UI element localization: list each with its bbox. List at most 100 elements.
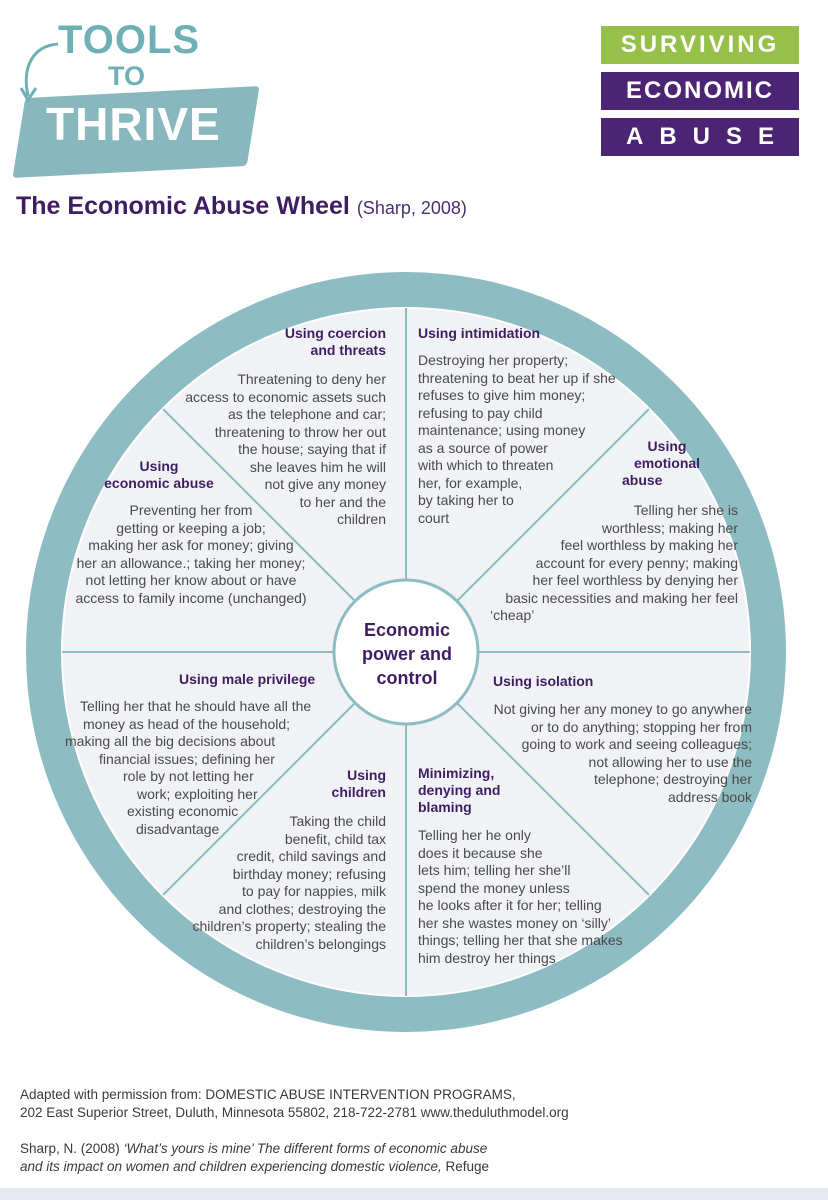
segment-body-line: making all the big decisions about: [65, 733, 276, 749]
segment-title-line: Using coercion: [284, 325, 386, 341]
segment-body-line: access to family income (unchanged): [75, 589, 307, 606]
segment-body-line: him destroy her things: [418, 949, 556, 966]
segment-body-line: refusing to pay child: [418, 404, 543, 421]
segment-body-line: Taking the child: [289, 813, 386, 829]
segment-body-line: account for every penny; making: [535, 554, 738, 571]
divider-bottom-right: [455, 701, 650, 896]
center-label: Economic power and control: [340, 618, 474, 690]
segment-body-line: not letting her know about or have: [85, 572, 297, 588]
sea-logo-economic: ECONOMIC: [601, 72, 799, 110]
segment-body-line: not give any money: [264, 476, 386, 492]
segment-body-line: to her and the: [299, 493, 386, 510]
reference-title: and its impact on women and children exp…: [20, 1159, 442, 1174]
segment-body-line: and clothes; destroying the: [218, 900, 386, 917]
center-line: control: [376, 668, 438, 688]
segment-children-body: Taking the child benefit, child tax cred…: [156, 813, 386, 953]
segment-body-line: the house; saying that if: [238, 441, 386, 457]
segment-body-line: existing economic: [127, 803, 239, 819]
segment-body-line: getting or keeping a job;: [116, 519, 266, 536]
segment-title-line: Minimizing,: [418, 765, 495, 781]
segment-body-line: making her ask for money; giving: [88, 537, 294, 553]
divider-top-left: [162, 408, 357, 603]
segment-economic-title: Using economic abuse: [74, 458, 244, 492]
segment-emotional-title: Using emotional: [612, 438, 722, 472]
segment-title-line: denying and: [418, 782, 501, 798]
segment-isolation-title: Using isolation: [493, 673, 693, 690]
center-circle: [332, 578, 480, 726]
segment-body-line: access to economic assets such: [185, 388, 386, 405]
segment-title-line: children: [331, 784, 386, 800]
segment-minimizing-body: Telling her he only does it because she …: [418, 827, 648, 967]
segment-body-line: maintenance; using money: [418, 422, 586, 438]
segment-body-line: does it because she: [418, 844, 543, 861]
segment-body-line: Destroying her property;: [418, 352, 569, 368]
segment-body-line: or to do anything; stopping her from: [530, 718, 752, 735]
segment-body-line: credit, child savings and: [236, 848, 386, 864]
segment-body-line: birthday money; refusing: [232, 865, 386, 882]
segment-body-line: work; exploiting her: [137, 785, 258, 802]
segment-coercion-title: Using coercion and threats: [236, 325, 386, 359]
footer-reference: Sharp, N. (2008) ‘What’s yours is mine’ …: [20, 1140, 489, 1176]
reference-publisher: Refuge: [441, 1159, 490, 1174]
segment-body-line: Telling her he only: [418, 827, 531, 843]
sea-logo-surviving: SURVIVING: [601, 26, 799, 64]
segment-body-line: Telling her she is: [633, 502, 738, 518]
footer-line: Adapted with permission from: DOMESTIC A…: [20, 1087, 516, 1102]
segment-body-line: basic necessities and making her feel: [505, 589, 738, 606]
segment-body-line: going to work and seeing colleagues;: [521, 736, 752, 752]
segment-body-line: not allowing her to use the: [588, 753, 752, 770]
reference-author: Sharp, N. (2008): [20, 1141, 124, 1156]
reference-title: ‘What’s yours is mine’ The different for…: [123, 1141, 488, 1156]
segment-intimidation-body: Destroying her property; threatening to …: [418, 352, 648, 527]
segment-body-line: threatening to beat her up if she: [418, 369, 616, 386]
segment-body-line: lets him; telling her she’ll: [418, 862, 571, 878]
segment-body-line: children: [336, 511, 386, 527]
segment-body-line: refuses to give him money;: [418, 387, 586, 403]
footer-adapted: Adapted with permission from: DOMESTIC A…: [20, 1086, 569, 1122]
center-line: Economic: [363, 620, 451, 640]
segment-body-line: spend the money unless: [418, 879, 570, 896]
segment-body-line: he looks after it for her; telling: [418, 897, 602, 913]
divider-bottom-left: [162, 701, 357, 896]
page-title: The Economic Abuse Wheel (Sharp, 2008): [16, 190, 467, 224]
title-main: The Economic Abuse Wheel: [16, 192, 350, 220]
segment-title-line: and threats: [310, 342, 386, 358]
segment-title-line: abuse: [622, 472, 663, 488]
segment-body-line: her an allowance.; taking her money;: [76, 554, 306, 571]
segment-body-line: role by not letting her: [123, 768, 254, 784]
segment-title-line: Using male privilege: [179, 671, 316, 687]
segment-body-line: as the telephone and car;: [227, 406, 386, 422]
segment-minimizing-title: Minimizing, denying and blaming: [418, 765, 558, 816]
segment-male-privilege-title: Using male privilege: [179, 671, 359, 688]
segment-body-line: Telling her that he should have all the: [80, 698, 312, 714]
segment-body-line: Not giving her any money to go anywhere: [493, 701, 752, 717]
segment-body-line: telephone; destroying her: [594, 771, 752, 787]
segment-body-line: feel worthless by making her: [560, 537, 738, 553]
segment-body-line: court: [418, 509, 450, 526]
footer-line: 202 East Superior Street, Duluth, Minnes…: [20, 1105, 569, 1120]
segment-body-line: she leaves him he will: [249, 458, 386, 475]
segment-emotional-body: Telling her she is worthless; making her…: [456, 502, 738, 625]
footer-bar: [0, 1188, 828, 1200]
segment-body-line: worthless; making her: [601, 519, 738, 536]
segment-title-line: economic abuse: [104, 475, 214, 491]
segment-title-line: Using intimidation: [418, 325, 541, 341]
segment-title-line: Using: [139, 458, 179, 474]
segment-isolation-body: Not giving her any money to go anywhere …: [460, 701, 752, 806]
segment-children-title: Using children: [286, 767, 386, 801]
segment-intimidation-title: Using intimidation: [418, 325, 618, 342]
divider-top-right: [455, 408, 650, 603]
segment-body-line: benefit, child tax: [284, 830, 386, 847]
segment-body-line: her feel worthless by denying her: [532, 572, 738, 588]
segment-body-line: with which to threaten: [418, 457, 554, 473]
curved-arrow-icon: [19, 42, 59, 103]
center-line: power and: [361, 644, 452, 664]
segment-economic-body: Preventing her from getting or keeping a…: [38, 502, 344, 607]
segment-emotional-title-3: abuse: [622, 472, 722, 489]
segment-body-line: her she wastes money on ‘silly’: [418, 914, 611, 931]
title-citation: (Sharp, 2008): [356, 198, 467, 218]
segment-body-line: children’s property; stealing the: [192, 918, 386, 934]
segment-body-line: Threatening to deny her: [237, 371, 386, 387]
segment-body-line: her, for example,: [418, 474, 523, 491]
